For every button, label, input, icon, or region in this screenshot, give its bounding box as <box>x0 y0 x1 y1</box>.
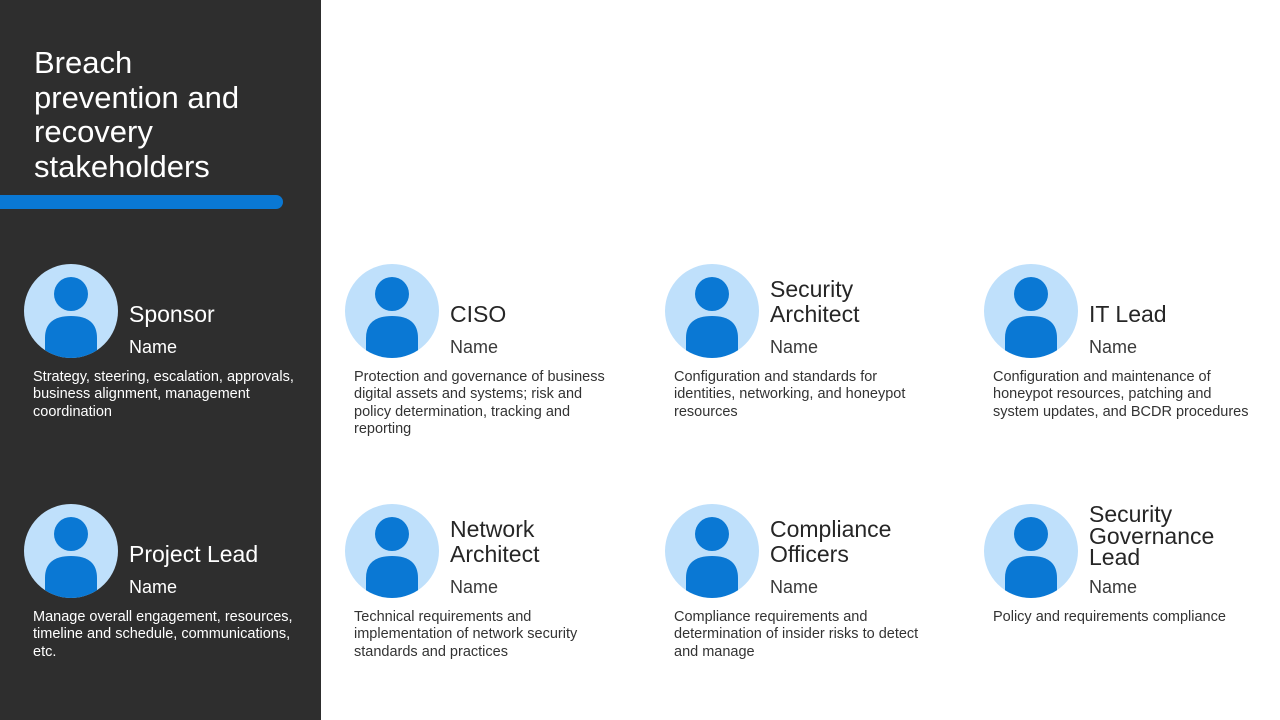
person-icon <box>665 504 759 598</box>
stakeholder-name: Name <box>1089 337 1138 357</box>
person-icon <box>24 504 118 598</box>
stakeholder-description: Policy and requirements compliance <box>993 609 1226 625</box>
stakeholder-role: Sponsor <box>129 301 215 327</box>
stakeholder-card-it-lead: IT Lead Name Configuration and maintenan… <box>984 264 1280 464</box>
person-icon <box>24 264 118 358</box>
stakeholder-description: Strategy, steering, escalation, approval… <box>33 369 294 420</box>
person-icon <box>984 504 1078 598</box>
stakeholder-role: Security Governance Lead <box>1089 501 1215 570</box>
stakeholder-card-sponsor: Sponsor Name Strategy, steering, escalat… <box>24 264 324 464</box>
stakeholder-name: Name <box>129 577 178 597</box>
stakeholder-card-project-lead: Project Lead Name Manage overall engagem… <box>24 504 324 704</box>
stakeholder-card-network-architect: Network Architect Name Technical require… <box>345 504 645 704</box>
stakeholder-card-security-architect: Security Architect Name Configuration an… <box>665 264 965 464</box>
stakeholder-role: Project Lead <box>129 541 259 567</box>
title-accent-bar <box>0 195 283 209</box>
page-title: Breach prevention and recovery stakehold… <box>34 45 240 184</box>
stakeholder-name: Name <box>450 337 499 357</box>
person-icon <box>984 264 1078 358</box>
person-icon <box>345 504 439 598</box>
stakeholder-name: Name <box>770 337 819 357</box>
stakeholder-card-compliance-officers: Compliance Officers Name Compliance requ… <box>665 504 965 704</box>
sidebar-panel <box>0 0 321 720</box>
person-icon <box>345 264 439 358</box>
stakeholder-name: Name <box>450 577 499 597</box>
stakeholder-role: CISO <box>450 301 507 327</box>
stakeholder-description: Configuration and standards for identiti… <box>674 369 906 420</box>
stakeholder-description: Technical requirements and implementatio… <box>354 609 578 660</box>
stakeholder-role: Security Architect <box>770 276 860 327</box>
stakeholder-role: Network Architect <box>450 516 540 567</box>
stakeholder-description: Compliance requirements and determinatio… <box>674 609 919 660</box>
stakeholder-card-ciso: CISO Name Protection and governance of b… <box>345 264 645 464</box>
stakeholder-role: IT Lead <box>1089 301 1167 327</box>
stakeholder-role: Compliance Officers <box>770 516 892 567</box>
stakeholder-name: Name <box>1089 577 1138 597</box>
stakeholder-description: Configuration and maintenance of honeypo… <box>993 369 1249 420</box>
stakeholder-name: Name <box>770 577 819 597</box>
stakeholder-description: Manage overall engagement, resources, ti… <box>33 609 293 660</box>
stakeholder-name: Name <box>129 337 178 357</box>
stakeholder-description: Protection and governance of business di… <box>354 369 605 437</box>
stakeholder-card-security-governance-lead: Security Governance Lead Name Policy and… <box>984 501 1280 704</box>
person-icon <box>665 264 759 358</box>
